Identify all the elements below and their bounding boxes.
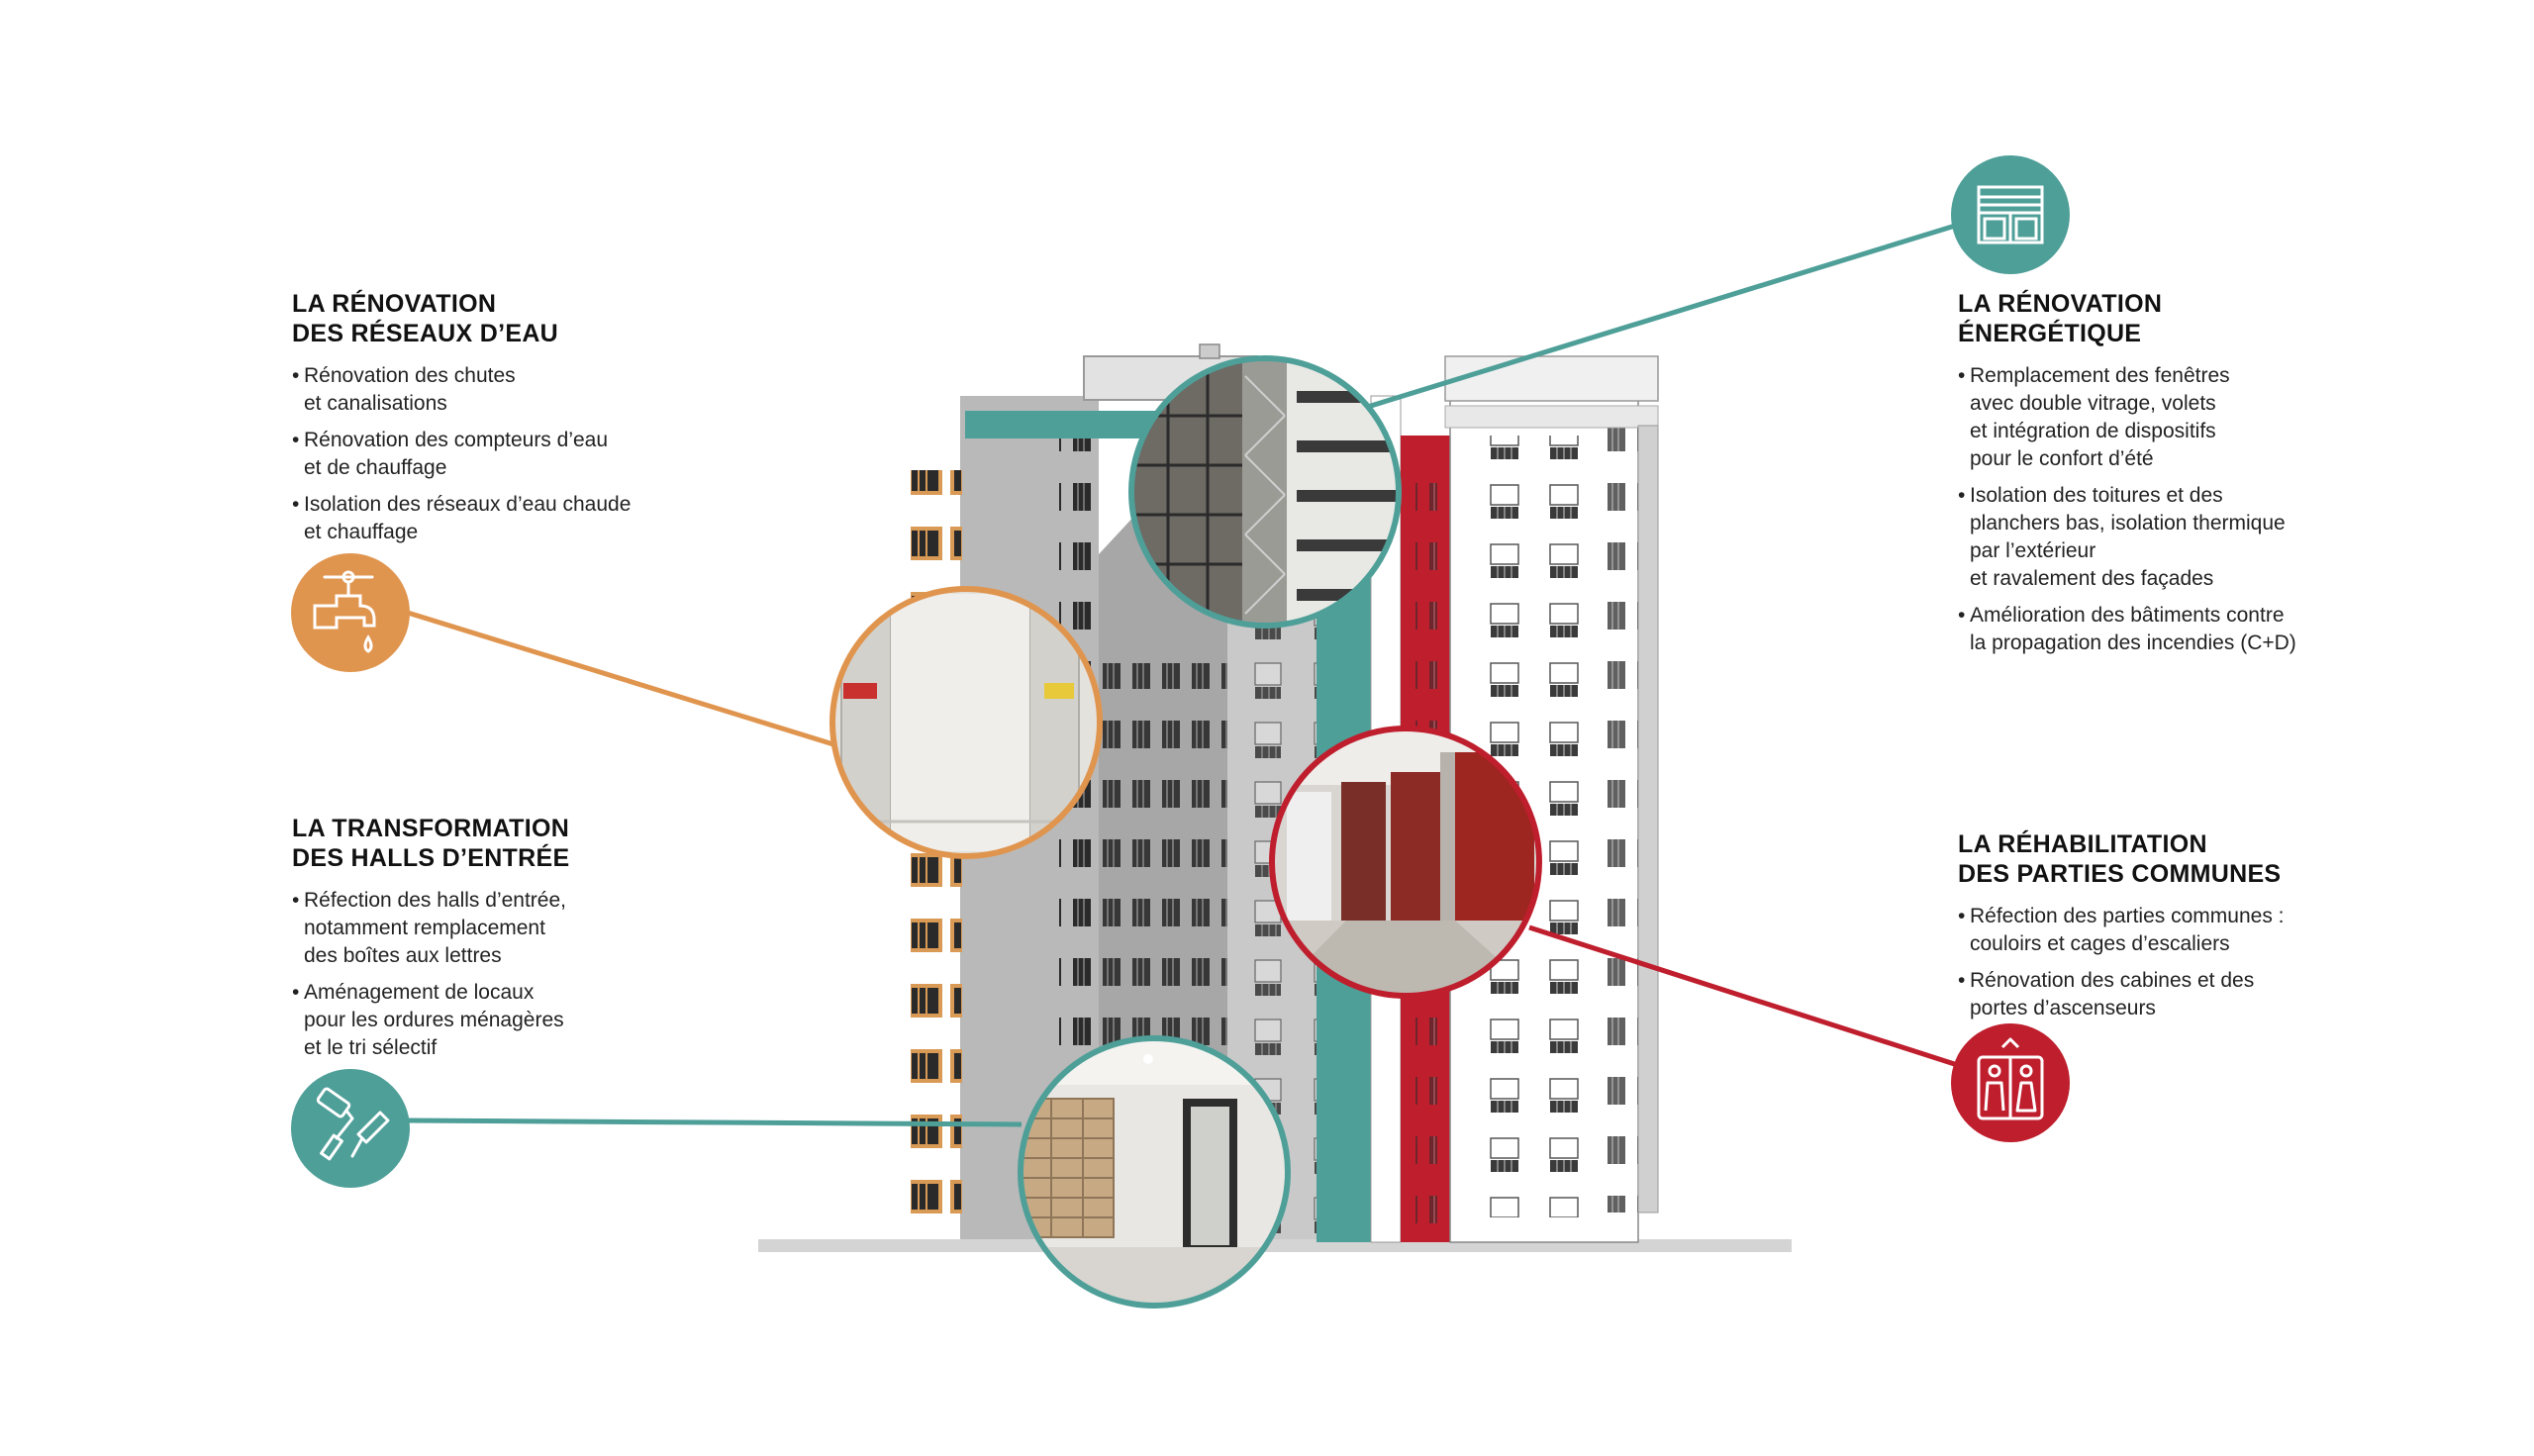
energy-section-title: LA RÉNOVATION ÉNERGÉTIQUE [1958, 290, 2163, 347]
list-item: Isolation des réseaux d’eau chaude et ch… [292, 491, 688, 546]
list-item: Rénovation des cabines et des portes d’a… [1958, 967, 2374, 1022]
common-areas-section: LA RÉHABILITATION DES PARTIES COMMUNES R… [1958, 829, 2374, 1031]
list-item: Amélioration des bâtiments contre la pro… [1958, 602, 2374, 657]
entrance-halls-section: LA TRANSFORMATION DES HALLS D’ENTRÉE Réf… [292, 814, 688, 1071]
water-photo-bubble [829, 586, 1103, 859]
halls-photo-bubble [1018, 1035, 1291, 1309]
window-shutter-icon [1951, 155, 2070, 274]
elevator-icon [1951, 1023, 2070, 1142]
water-network-section: LA RÉNOVATION DES RÉSEAUX D’EAU Rénovati… [292, 289, 688, 555]
list-item: Réfection des halls d’entrée, notamment … [292, 887, 688, 970]
water-items-list: Rénovation des chutes et canalisations R… [292, 362, 688, 546]
halls-items-list: Réfection des halls d’entrée, notamment … [292, 887, 688, 1062]
energy-renovation-section: LA RÉNOVATION ÉNERGÉTIQUE Remplacement d… [1958, 289, 2374, 666]
list-item: Aménagement de locaux pour les ordures m… [292, 979, 688, 1062]
common-items-list: Réfection des parties communes : couloir… [1958, 903, 2374, 1022]
common-photo-bubble [1269, 726, 1542, 999]
energy-items-list: Remplacement des fenêtres avec double vi… [1958, 362, 2374, 657]
water-section-title: LA RÉNOVATION DES RÉSEAUX D’EAU [292, 290, 559, 347]
faucet-icon [291, 553, 410, 672]
list-item: Isolation des toitures et des planchers … [1958, 482, 2374, 593]
common-connector-line [1528, 924, 1971, 1072]
halls-section-title: LA TRANSFORMATION DES HALLS D’ENTRÉE [292, 815, 570, 872]
energy-connector-line [1357, 220, 1966, 413]
common-section-title: LA RÉHABILITATION DES PARTIES COMMUNES [1958, 830, 2282, 888]
water-connector-line [407, 610, 834, 747]
list-item: Rénovation des chutes et canalisations [292, 362, 688, 418]
list-item: Rénovation des compteurs d’eau et de cha… [292, 427, 688, 482]
halls-connector-line [405, 1117, 1023, 1127]
list-item: Réfection des parties communes : couloir… [1958, 903, 2374, 958]
paint-roller-icon [291, 1069, 410, 1188]
list-item: Remplacement des fenêtres avec double vi… [1958, 362, 2374, 473]
